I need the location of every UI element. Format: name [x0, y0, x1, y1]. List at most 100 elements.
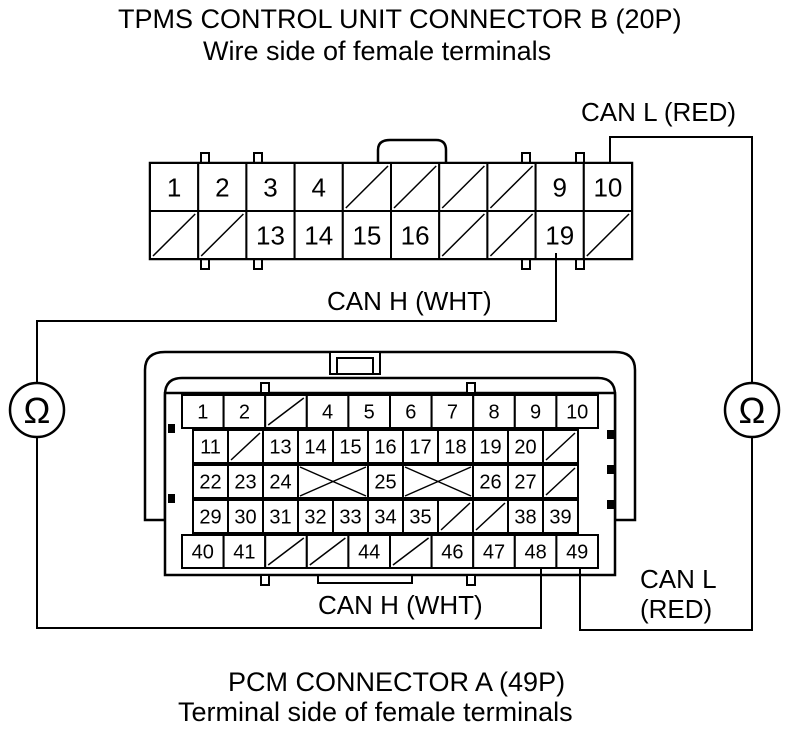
- terminal-number: 1: [197, 402, 208, 424]
- terminal-number: 14: [304, 437, 326, 459]
- pcm-terminal-33: 33: [332, 499, 369, 534]
- pcm-connector-subtitle: Terminal side of female terminals: [178, 697, 573, 727]
- pcm-terminal-25: 25: [367, 464, 404, 499]
- terminal-number: 2: [215, 172, 229, 202]
- can-l-bottom-label-2: (RED): [640, 594, 712, 624]
- terminal-number: 16: [401, 220, 430, 250]
- pcm-terminal-empty-7: [437, 499, 474, 534]
- terminal-number: 14: [304, 220, 333, 250]
- terminal-number: 15: [339, 437, 361, 459]
- cavity-outline: [245, 210, 296, 260]
- cavity-outline: [181, 394, 225, 429]
- unused-cavity-slash: [393, 165, 437, 209]
- pcm-terminal-29: 29: [192, 499, 229, 534]
- pcm-terminal-empty-5: [389, 534, 433, 569]
- cavity-outline: [555, 534, 600, 569]
- terminal-number: 46: [441, 542, 463, 564]
- tpms-terminal-10: 10: [582, 162, 633, 212]
- terminal-number: 9: [552, 172, 566, 202]
- pcm-terminal-46: 46: [430, 534, 475, 569]
- cavity-outline: [367, 499, 404, 534]
- cavity-outline: [507, 499, 544, 534]
- terminal-number: 38: [514, 507, 536, 529]
- terminal-number: 35: [409, 507, 431, 529]
- terminal-number: 24: [269, 472, 291, 494]
- pcm-terminal-14: 14: [297, 429, 334, 464]
- tpms-terminal-empty-6: [438, 162, 489, 212]
- can-h-bottom-label: CAN H (WHT): [318, 590, 483, 620]
- pcm-terminal-31: 31: [262, 499, 299, 534]
- cavity-outline: [513, 394, 558, 429]
- tpms-terminal-3: 3: [245, 162, 296, 212]
- terminal-number: 48: [524, 542, 546, 564]
- cavity-outline: [430, 394, 475, 429]
- unused-cavity-slash: [200, 213, 244, 257]
- unused-cavity-slash: [475, 502, 506, 531]
- pcm-terminal-1: 1: [181, 394, 225, 429]
- right-ohm-icon: Ω: [739, 390, 766, 431]
- terminal-number: 26: [479, 472, 501, 494]
- pcm-terminal-7: 7: [430, 394, 475, 429]
- terminal-number: 47: [483, 542, 505, 564]
- can-l-top-label: CAN L (RED): [581, 97, 736, 127]
- cavity-outline: [293, 210, 344, 260]
- tpms-terminal-empty-7: [486, 162, 537, 212]
- unused-cavity-slash: [392, 537, 430, 566]
- pcm-terminal-16: 16: [367, 429, 404, 464]
- terminal-number: 3: [263, 172, 277, 202]
- pcm-terminal-empty-10: [542, 429, 579, 464]
- pcm-terminal-empty-2: [264, 534, 308, 569]
- pcm-terminal-32: 32: [297, 499, 334, 534]
- terminal-number: 19: [545, 220, 574, 250]
- unused-cavity-slash: [545, 467, 576, 496]
- cavity-outline: [402, 499, 439, 534]
- blocked-cavity-cross: [404, 466, 472, 497]
- pcm-terminal-27: 27: [507, 464, 544, 499]
- pcm-terminal-5: 5: [347, 394, 391, 429]
- terminal-number: 33: [339, 507, 361, 529]
- tpms-terminal-empty-0: [149, 210, 200, 260]
- left-ohmmeter: Ω: [8, 381, 66, 439]
- unused-cavity-slash: [441, 213, 485, 257]
- tpms-terminal-15: 15: [341, 210, 392, 260]
- tpms-terminal-19: 19: [534, 210, 585, 260]
- terminal-number: 23: [234, 472, 256, 494]
- tpms-terminal-empty-4: [341, 162, 392, 212]
- terminal-number: 17: [409, 437, 431, 459]
- terminal-number: 6: [405, 402, 416, 424]
- terminal-number: 4: [322, 402, 333, 424]
- pcm-terminal-44: 44: [347, 534, 391, 569]
- pcm-terminal-11: 11: [192, 429, 229, 464]
- terminal-number: 9: [530, 402, 541, 424]
- pcm-terminal-48: 48: [513, 534, 558, 569]
- terminal-number: 41: [233, 542, 255, 564]
- terminal-number: 7: [447, 402, 458, 424]
- pcm-terminal-6: 6: [389, 394, 433, 429]
- left-ohm-icon: Ω: [24, 390, 51, 431]
- cavity-outline: [367, 464, 404, 499]
- tpms-terminal-empty-5: [390, 162, 441, 212]
- cavity-outline: [293, 162, 344, 212]
- cavity-outline: [181, 534, 225, 569]
- cavity-outline: [507, 429, 544, 464]
- cavity-outline: [192, 499, 229, 534]
- pcm-terminal-X: [402, 464, 474, 499]
- terminal-number: 39: [549, 507, 571, 529]
- unused-cavity-slash: [489, 165, 534, 209]
- cavity-outline: [262, 499, 299, 534]
- pcm-terminal-8: 8: [472, 394, 516, 429]
- pcm-terminal-22: 22: [192, 464, 229, 499]
- terminal-number: 11: [200, 437, 221, 459]
- right-ohmmeter: Ω: [723, 381, 781, 439]
- tpms-connector-subtitle: Wire side of female terminals: [203, 36, 552, 66]
- unused-cavity-slash: [152, 213, 196, 257]
- terminal-number: 30: [234, 507, 256, 529]
- tpms-terminal-1: 1: [149, 162, 200, 212]
- pcm-connector-title: PCM CONNECTOR A (49P): [228, 667, 566, 697]
- pcm-terminal-24: 24: [262, 464, 299, 499]
- cavity-outline: [389, 394, 433, 429]
- terminal-number: 22: [199, 472, 221, 494]
- terminal-number: 13: [269, 437, 291, 459]
